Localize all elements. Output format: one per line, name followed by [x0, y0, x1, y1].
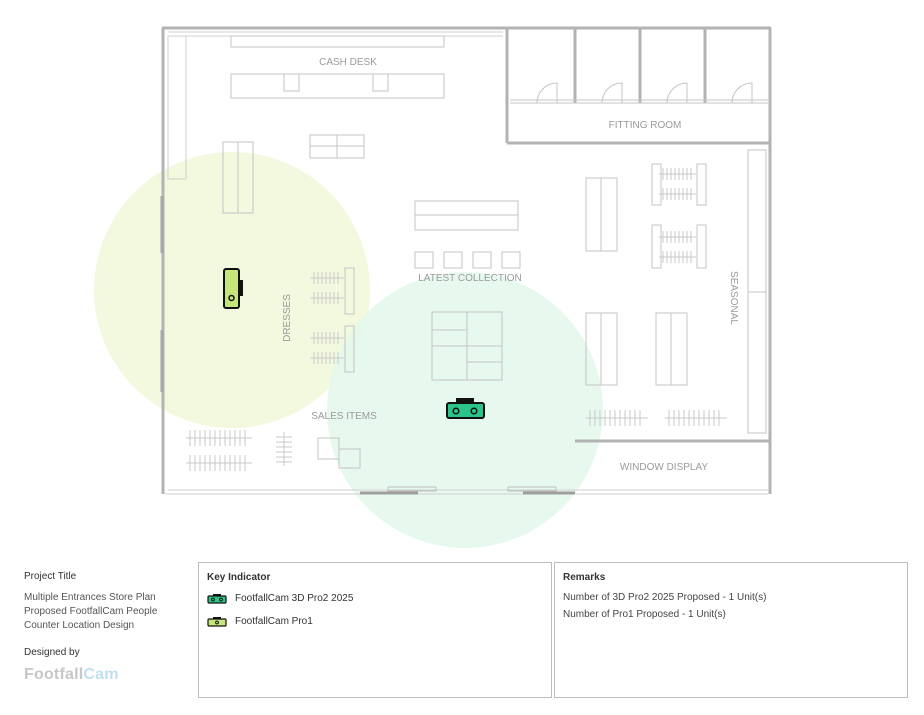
key-item-label: FootfallCam 3D Pro2 2025: [235, 593, 354, 604]
clothing-racks: [186, 168, 727, 471]
remark-line: Number of 3D Pro2 2025 Proposed - 1 Unit…: [563, 592, 767, 603]
footfallcam-logo: FootfallCam: [24, 666, 194, 684]
label-dresses: DRESSES: [282, 294, 293, 342]
label-sales-items: SALES ITEMS: [311, 411, 377, 422]
cash-desk: [230, 35, 445, 99]
logo-text-footfall: Footfall: [24, 666, 84, 683]
label-seasonal: SEASONAL: [728, 271, 739, 325]
pro1-camera-icon[interactable]: [223, 268, 243, 309]
key-indicator-panel: Key Indicator FootfallCam 3D Pro2 2025 F…: [198, 562, 552, 698]
project-title-line: Counter Location Design: [24, 620, 135, 631]
remark-line: Number of Pro1 Proposed - 1 Unit(s): [563, 609, 726, 620]
label-latest-collection: LATEST COLLECTION: [418, 273, 522, 284]
remarks-panel: Remarks Number of 3D Pro2 2025 Proposed …: [554, 562, 908, 698]
label-cash-desk: CASH DESK: [319, 57, 377, 68]
key-item-label: FootfallCam Pro1: [235, 616, 313, 627]
key-item: FootfallCam 3D Pro2 2025: [207, 592, 543, 606]
project-title-line: Multiple Entrances Store Plan: [24, 592, 156, 603]
project-title-label: Project Title: [24, 571, 77, 582]
3d-pro2-camera-icon: [207, 594, 227, 604]
fitting-room: [505, 28, 770, 145]
3d-pro2-camera-icon[interactable]: [446, 398, 485, 419]
designed-by-label: Designed by: [24, 647, 80, 658]
bottom-entrances: [360, 486, 575, 495]
remarks-heading: Remarks: [563, 572, 606, 583]
store-floor-plan: CASH DESK FITTING ROOM: [94, 26, 772, 548]
pro1-camera-icon: [207, 617, 227, 627]
project-title-line: Proposed FootfallCam People: [24, 606, 158, 617]
project-info: Project Title Multiple Entrances Store P…: [24, 571, 194, 684]
key-item: FootfallCam Pro1: [207, 615, 543, 629]
logo-text-cam: Cam: [83, 666, 119, 683]
outer-walls: [161, 26, 772, 494]
key-indicator-heading: Key Indicator: [207, 572, 271, 583]
fitting-room-doors: [510, 82, 768, 104]
label-fitting-room: FITTING ROOM: [609, 120, 682, 131]
store-fixtures: [222, 134, 767, 469]
label-window-display: WINDOW DISPLAY: [620, 462, 708, 473]
